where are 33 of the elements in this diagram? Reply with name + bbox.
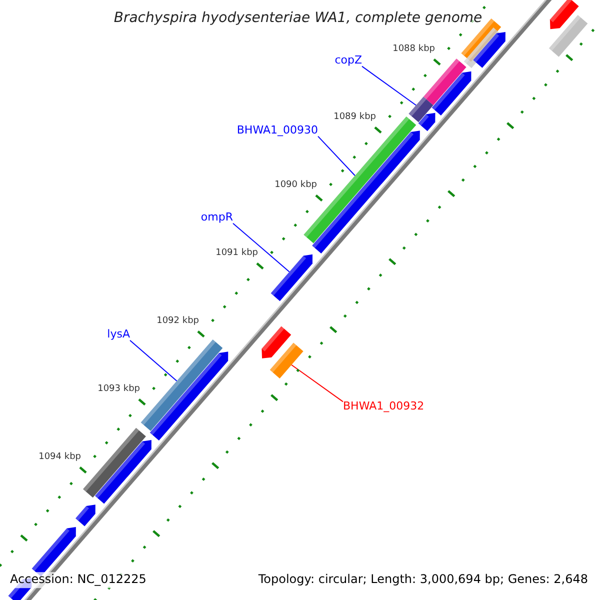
gene-block — [76, 504, 96, 526]
gene-block — [473, 32, 506, 68]
leader-line — [318, 136, 356, 176]
gene-block — [262, 326, 292, 358]
gene-block — [150, 352, 228, 441]
scale-label: 1092 kbp — [156, 316, 199, 326]
scale-label: 1091 kbp — [216, 248, 258, 258]
gene-bar — [548, 14, 588, 57]
gene-label: BHWA1_00932 — [343, 400, 424, 414]
gene-bar — [83, 428, 146, 498]
gene-label: ompR — [200, 212, 233, 224]
scale-label: 1088 kbp — [392, 44, 435, 54]
gene-label: BHWA1_00930 — [236, 124, 318, 138]
gene-bar — [270, 342, 304, 378]
gene-block — [270, 254, 312, 302]
scale-label: 1094 kbp — [38, 452, 81, 462]
gene-label: copZ — [334, 54, 362, 68]
leader-line — [291, 364, 344, 402]
scale-label: 1089 kbp — [334, 112, 376, 122]
gene-block — [432, 71, 472, 116]
gene-label: lysA — [107, 328, 130, 342]
gene-bar — [423, 58, 466, 106]
gene-block — [418, 112, 436, 132]
leader-line — [130, 340, 178, 382]
gene-bar — [140, 339, 223, 431]
gene-block — [94, 440, 152, 504]
scale-label: 1090 kbp — [274, 180, 317, 190]
gene-block — [550, 0, 579, 30]
leader-line — [362, 66, 417, 106]
genome-info-text: Topology: circular; Length: 3,000,694 bp; Genes: 2,648 — [256, 572, 590, 588]
gene-bar — [408, 96, 434, 122]
leader-line — [232, 222, 290, 272]
scale-label: 1093 kbp — [98, 384, 140, 394]
